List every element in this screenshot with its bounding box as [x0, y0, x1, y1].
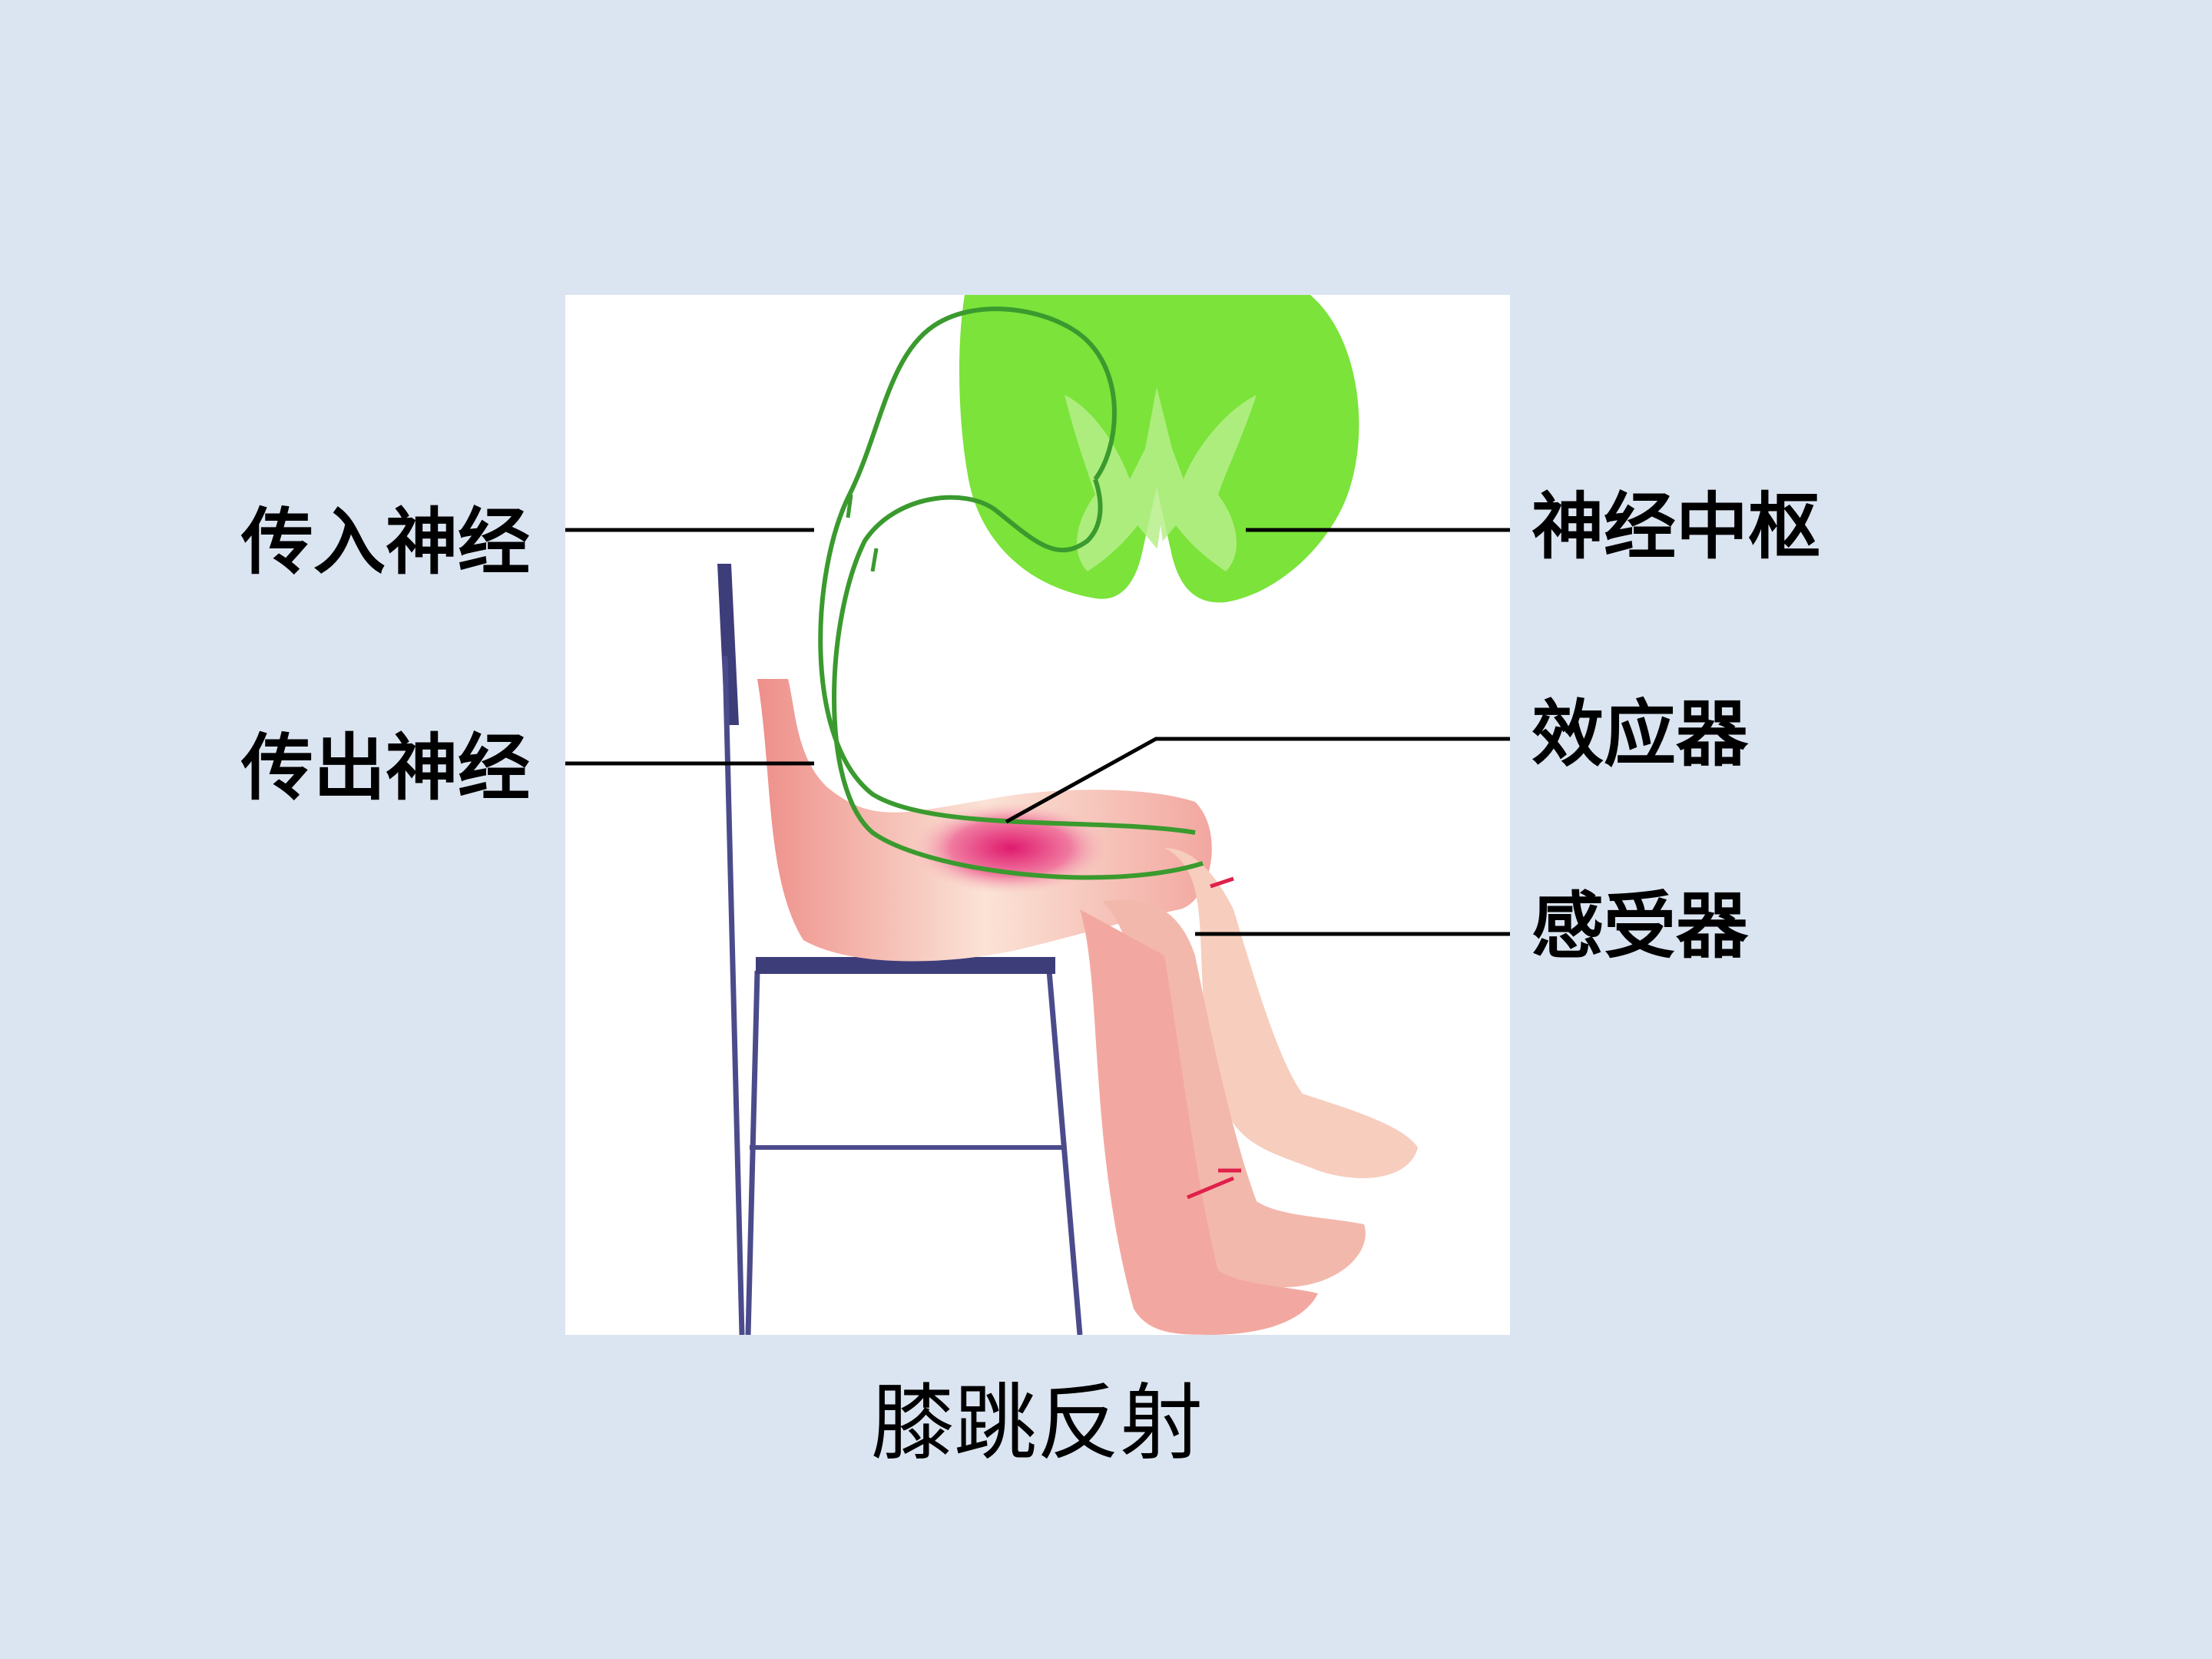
efferent-nerve-path [832, 478, 1204, 880]
chair [717, 564, 1083, 1335]
spinal-cord-section [959, 295, 1359, 610]
knee-jerk-illustration [565, 295, 1510, 1335]
label-efferent-nerve: 传出神经 [241, 727, 531, 810]
reflex-arc-drawing [717, 295, 1418, 1335]
label-receptor: 感受器 [1532, 885, 1749, 969]
afferent-nerve-path [818, 306, 1196, 835]
nerve-pathways [818, 306, 1204, 880]
label-nerve-center: 神经中枢 [1532, 485, 1821, 569]
figure-caption: 膝跳反射 [870, 1376, 1203, 1472]
label-effector: 效应器 [1532, 693, 1749, 777]
label-afferent-nerve: 传入神经 [241, 501, 531, 584]
